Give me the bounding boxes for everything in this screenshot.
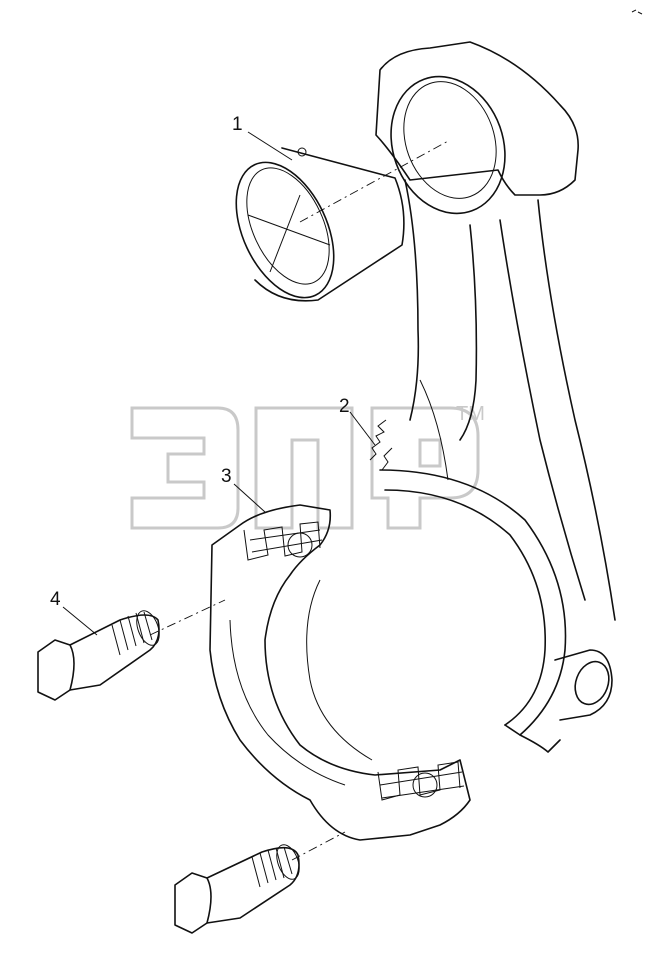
bushing [235, 147, 405, 302]
callout-4: 4 [50, 589, 61, 610]
corner-mark [631, 9, 643, 15]
callout-3: 3 [221, 466, 232, 487]
bearing-cap [209, 504, 471, 841]
callout-leaders [62, 131, 376, 636]
watermark-logo: TM [130, 403, 485, 530]
callout-1: 1 [232, 114, 243, 135]
bolt-upper [37, 610, 160, 701]
assembly-axes [149, 139, 451, 861]
connecting-rod [369, 41, 616, 753]
bolt-lower [174, 844, 300, 934]
callout-2: 2 [339, 396, 350, 417]
